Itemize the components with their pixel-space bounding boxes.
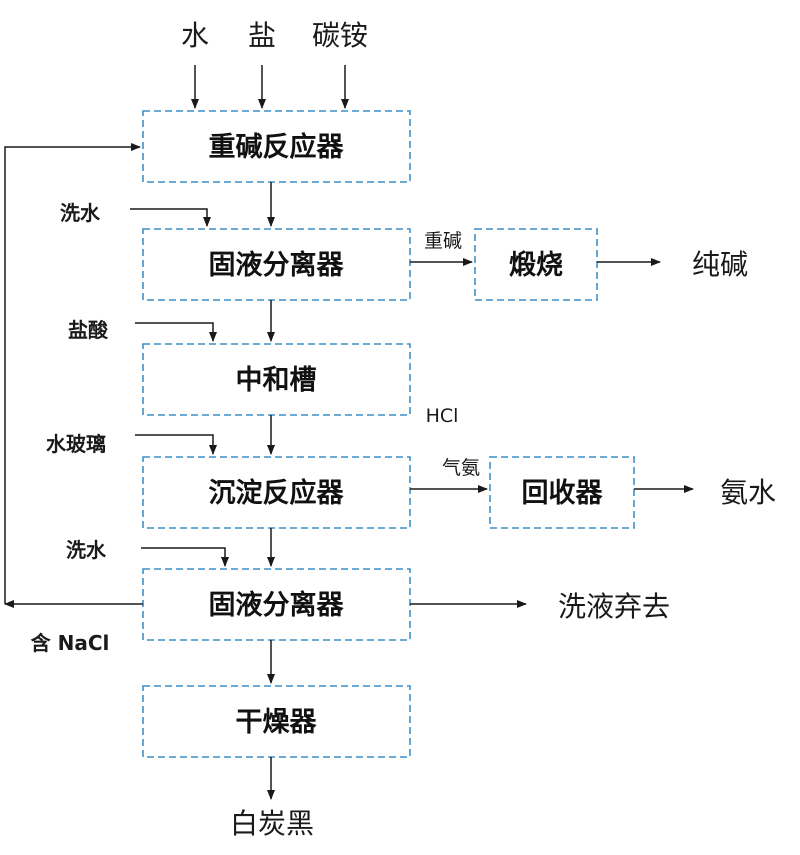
arrow-wash-water-2 [141,547,229,567]
arrow-hydrochloric-acid [135,322,217,342]
input-water-label: 水 [181,19,209,52]
heavy-soda-reactor-box [142,110,411,183]
recovery-label: 回收器 [522,478,604,509]
separator-2-box [142,568,411,641]
separator-1-label: 固液分离器 [209,249,345,281]
water-glass-label: 水玻璃 [46,432,106,456]
calcination-label: 煅烧 [509,249,563,281]
dryer-label: 干燥器 [236,707,318,738]
nacl-recycle-label: 含 NaCl [31,631,110,655]
wash-liquid-discard-label: 洗液弃去 [558,590,670,623]
input-ammonium-bicarbonate-label: 碳铵 [312,19,368,52]
arrow-wash-water-1 [130,208,211,227]
white-carbon-black-output-label: 白炭黑 [230,807,314,840]
ammonia-gas-flow-label: 气氨 [442,457,480,479]
calcination-box [474,228,598,301]
separator-1-box [142,228,411,301]
soda-ash-output-label: 纯碱 [692,248,748,281]
neutralization-tank-box [142,343,411,416]
dryer-box [142,685,411,758]
separator-2-label: 固液分离器 [209,589,345,621]
precipitation-reactor-box [142,456,411,529]
arrow-nacl-recycle-return [4,143,141,604]
precipitation-reactor-label: 沉淀反应器 [209,477,345,509]
hcl-flow-label: HCl [426,405,459,427]
ammonia-water-output-label: 氨水 [720,476,776,509]
recovery-box [489,456,635,529]
arrow-water-glass [135,434,217,455]
heavy-soda-reactor-label: 重碱反应器 [209,131,345,163]
wash-water-1-label: 洗水 [60,201,101,225]
hydrochloric-acid-label: 盐酸 [68,318,109,342]
neutralization-tank-label: 中和槽 [236,365,317,396]
heavy-soda-flow-label: 重碱 [424,230,462,252]
input-salt-label: 盐 [248,19,276,52]
wash-water-2-label: 洗水 [66,538,107,562]
